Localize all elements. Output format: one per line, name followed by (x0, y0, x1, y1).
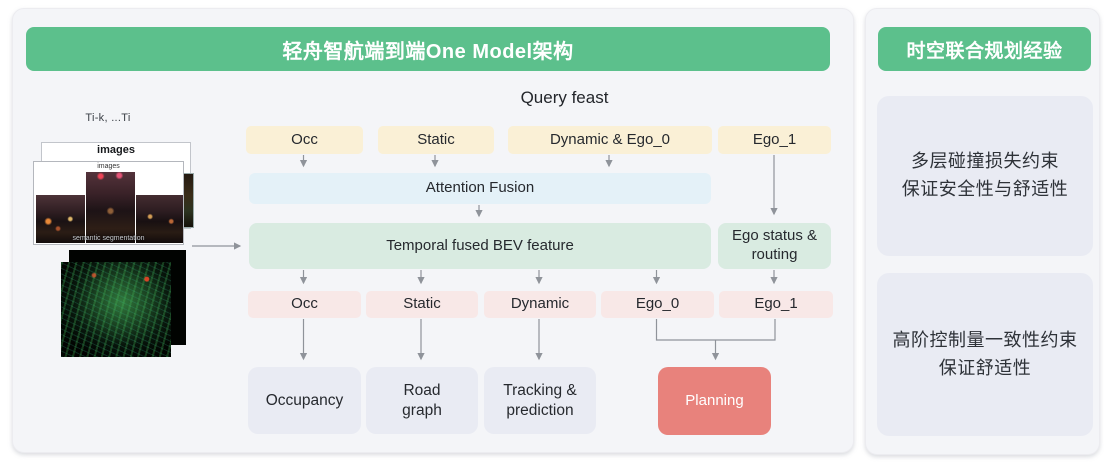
attention-fusion-box: Attention Fusion (249, 173, 711, 204)
segmentation-caption: semantic segmentation (72, 235, 145, 242)
time-range-label: Ti-k, ...Ti (85, 112, 131, 124)
camera-image-left (36, 195, 85, 243)
side-panel: 时空联合规划经验 多层碰撞损失约束 保证安全性与舒适性 高阶控制量一致性约束 保… (865, 8, 1100, 455)
output-box-planning: Planning (658, 367, 771, 435)
query-box-ego1: Ego_1 (718, 126, 831, 154)
lidar-pointcloud-front (61, 262, 171, 357)
ego-status-routing-box: Ego status & routing (718, 223, 831, 269)
side-note-collision-loss: 多层碰撞损失约束 保证安全性与舒适性 (877, 96, 1093, 256)
query-box-occ: Occ (246, 126, 363, 154)
bev-feature-box: Temporal fused BEV feature (249, 223, 711, 269)
side-note-control-consistency: 高阶控制量一致性约束 保证舒适性 (877, 273, 1093, 436)
decode-box-ego0: Ego_0 (601, 291, 714, 318)
camera-image-center (86, 172, 135, 243)
images-label-back: images (97, 144, 135, 156)
decode-box-dynamic: Dynamic (484, 291, 596, 318)
decode-box-ego1: Ego_1 (719, 291, 833, 318)
query-box-dynamic-ego0: Dynamic & Ego_0 (508, 126, 712, 154)
camera-images-card-front: images semantic segmentation (33, 161, 184, 245)
images-label-front: images (97, 163, 120, 170)
main-panel-title: 轻舟智航端到端One Model架构 (26, 27, 830, 71)
decode-box-static: Static (366, 291, 478, 318)
output-box-road-graph: Road graph (366, 367, 478, 434)
output-box-tracking-prediction: Tracking & prediction (484, 367, 596, 434)
query-box-static: Static (378, 126, 494, 154)
camera-image-right (136, 195, 183, 243)
decode-box-occ: Occ (248, 291, 361, 318)
output-box-occupancy: Occupancy (248, 367, 361, 434)
main-panel: 轻舟智航端到端One Model架构 Query feast Ti-k, ...… (12, 8, 854, 453)
query-feast-label: Query feast (520, 88, 609, 107)
side-panel-title: 时空联合规划经验 (878, 27, 1091, 71)
